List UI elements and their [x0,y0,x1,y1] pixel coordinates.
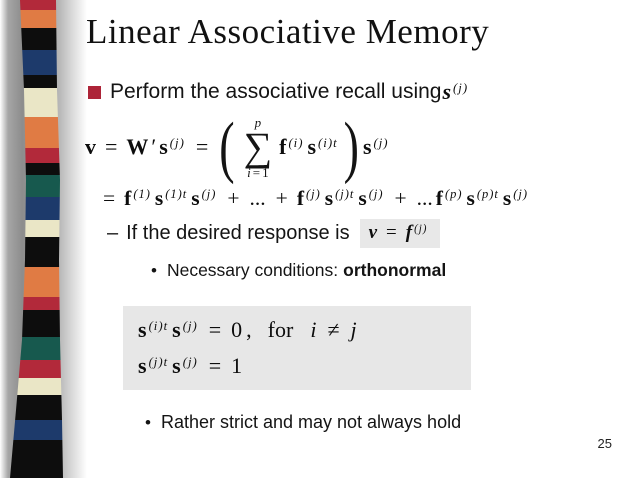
ribbon-stripe [10,10,63,28]
sub-bullet-text: Necessary conditions: [166,260,339,280]
equation-recall: v=W′s(j)= ( p ∑ i=1 f(i)s(i)t ) s(j) [84,106,392,188]
math-token: ... [249,186,266,210]
ribbon-stripe [10,148,63,163]
math-token: s(j) [502,186,529,210]
sub-bullet-text: Rather strict and may not always hold [160,412,462,432]
math-v-equals-f-j: v = f(j) [359,219,441,248]
math-token: s(i)t [307,134,338,159]
math-token: j [350,316,357,342]
ribbon-stripe [10,440,63,478]
page-number: 25 [597,436,612,451]
math-token: = [386,222,397,243]
round-bullet-icon: • [145,412,151,432]
round-bullet-icon: • [151,260,157,280]
math-token: s(p)t [466,186,499,210]
math-token: s(j) [191,186,217,210]
math-token: + [227,186,240,210]
math-token: s(j) [358,186,384,210]
sum-upper-limit: p [254,114,262,130]
decorative-ribbon-panel [0,0,88,478]
math-token: s(j)t [138,353,169,379]
math-token: s(j)t [324,186,355,210]
orthonormal-emphasis: orthonormal [343,260,447,280]
square-bullet-icon [88,85,101,99]
math-token: W [126,134,149,159]
ribbon-stripe [10,310,63,337]
ribbon-stripe [10,395,63,420]
math-token: 1 [231,353,243,379]
math-token: s(j) [442,79,469,104]
math-token: f(j) [405,222,428,243]
ribbon-stripe [10,267,63,297]
sub-bullet-desired-response: – If the desired response is v = f(j) [107,219,441,248]
math-token: = [103,186,116,210]
open-paren: ( [219,108,235,185]
math-token: s(i)t [138,316,169,342]
ribbon-stripe [10,28,63,50]
ribbon-stripe [10,237,63,267]
sigma-icon: ∑ [243,123,273,169]
ribbon-stripe [10,0,63,10]
math-token: v [368,222,378,243]
math-token: v [85,134,96,159]
sum-lower-limit: i=1 [247,166,268,179]
sum-index-rel: = [252,164,261,180]
sum-index-var: i [247,164,251,180]
math-s-j: s(j) [441,79,471,105]
dash-bullet-icon: – [107,222,119,244]
ribbon-stripe [10,337,63,360]
math-token: + [275,186,288,210]
math-token: f(p) [435,186,463,210]
math-token: ≠ [327,316,340,342]
ribbon-stripe [10,175,63,197]
ribbon-stripe [10,75,63,88]
math-token: f(1) [124,186,151,210]
math-token: = [105,134,118,159]
math-token: 0 [231,316,243,342]
math-token: i [310,316,317,342]
equation-sum-body: f(i)s(i)t [278,134,341,160]
math-token: s(j) [362,134,389,159]
ribbon-stripes [10,0,63,478]
math-token: f(j) [296,186,321,210]
bullet-perform-recall: Perform the associative recall using s(j… [88,79,471,105]
sub-bullet-text: If the desired response is [126,222,350,244]
ribbon-stripe [10,360,63,378]
ribbon-stripe [10,117,63,148]
math-token: s(j) [159,134,185,159]
bullet-text: Perform the associative recall using [110,80,442,103]
math-token: f(i) [279,134,304,159]
equation-lead: v = W′s(j) = [84,134,216,160]
ribbon-stripe [10,197,63,220]
math-token: s(1)t [154,186,188,210]
sum-index-start: 1 [262,164,269,180]
ribbon-stripe [10,50,63,75]
math-token: for [267,316,294,342]
math-token: = [208,316,222,342]
close-paren: ) [343,108,359,185]
sub-bullet-necessary-conditions: • Necessary conditions: orthonormal [151,260,446,281]
math-token: = [208,353,222,379]
math-token: + [394,186,407,210]
summation-symbol: p ∑ i=1 [244,116,273,179]
math-token: , [246,316,252,342]
ribbon-stripe [10,378,63,395]
equation-postfactor: s(j) [362,134,392,160]
ribbon-stripe [10,220,63,237]
math-token: s(j) [172,353,198,379]
ribbon-stripe [10,297,63,310]
ribbon-stripe [10,163,63,175]
ribbon-stripe [10,420,63,440]
math-token: ... [416,186,433,210]
math-token: ′ [151,134,157,159]
math-token: s(j) [172,316,198,342]
slide-title: Linear Associative Memory [86,12,490,51]
ribbon-stripe [10,88,63,117]
sub-bullet-rather-strict: • Rather strict and may not always hold [145,412,461,433]
math-token: = [195,134,209,159]
